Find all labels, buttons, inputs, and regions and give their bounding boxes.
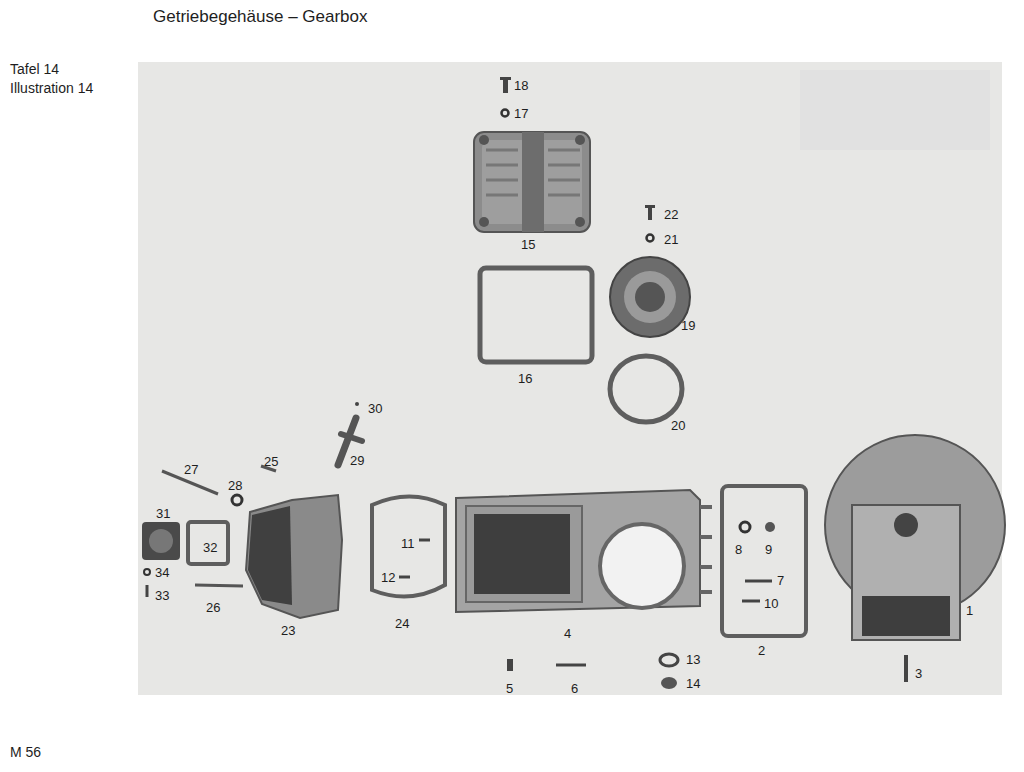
callout-number: 34 — [155, 566, 169, 580]
callout-number: 25 — [264, 455, 278, 469]
callout-number: 12 — [381, 571, 395, 585]
callout-number: 18 — [514, 79, 528, 93]
callout-number: 13 — [686, 653, 700, 667]
callout-number: 21 — [664, 233, 678, 247]
callout-number: 3 — [915, 667, 922, 681]
callout-number: 1 — [966, 604, 973, 618]
plate-label: Illustration 14 — [10, 81, 93, 96]
plate-label: Tafel 14 — [10, 62, 59, 77]
callout-number: 10 — [764, 597, 778, 611]
callout-number: 5 — [506, 682, 513, 696]
callout-number: 9 — [765, 543, 772, 557]
callout-number: 33 — [155, 589, 169, 603]
callout-number: 19 — [681, 319, 695, 333]
callout-number: 14 — [686, 677, 700, 691]
callout-number: 7 — [777, 574, 784, 588]
callout-number: 24 — [395, 617, 409, 631]
callout-number: 17 — [514, 107, 528, 121]
page-number: M 56 — [10, 745, 41, 760]
page-title: Getriebegehäuse – Gearbox — [153, 8, 368, 27]
callout-number: 8 — [735, 543, 742, 557]
callout-number: 22 — [664, 208, 678, 222]
callout-number: 15 — [521, 238, 535, 252]
callout-number: 20 — [671, 419, 685, 433]
callout-number: 6 — [571, 682, 578, 696]
callout-number: 30 — [368, 402, 382, 416]
callout-number: 26 — [206, 601, 220, 615]
callout-number: 23 — [281, 624, 295, 638]
callout-number: 4 — [564, 627, 571, 641]
callout-number: 16 — [518, 372, 532, 386]
callout-number: 27 — [184, 463, 198, 477]
callout-number: 31 — [156, 507, 170, 521]
callout-number: 2 — [758, 644, 765, 658]
callout-number: 28 — [228, 479, 242, 493]
callout-number: 32 — [203, 541, 217, 555]
callout-number: 11 — [401, 537, 415, 551]
callout-number: 29 — [350, 454, 364, 468]
